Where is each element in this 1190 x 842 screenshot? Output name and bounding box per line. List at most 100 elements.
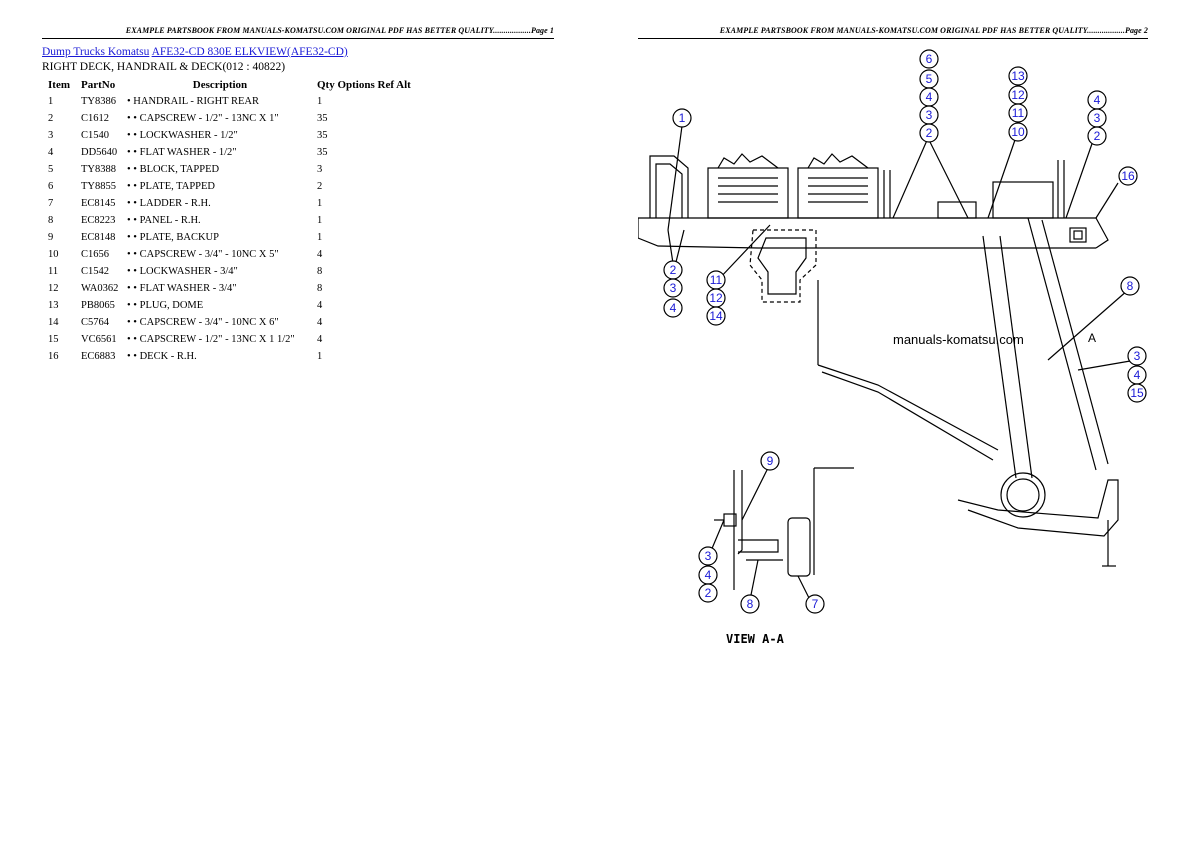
callout-number: 2 (1094, 129, 1101, 143)
callout-circle (698, 546, 718, 566)
callout-number: 15 (1130, 386, 1144, 400)
cell-partno: TY8388 (81, 164, 116, 175)
callout-number: 10 (1011, 125, 1025, 139)
cell-description: • • LADDER - R.H. (127, 198, 211, 209)
cell-description: • HANDRAIL - RIGHT REAR (127, 96, 260, 107)
table-row: 16 EC6883 • • DECK - R.H. 1 (42, 348, 413, 365)
callout-circle (1127, 346, 1147, 366)
cell-item: 2 (48, 113, 54, 124)
callout-circle (706, 306, 726, 326)
callout-number: 13 (1011, 69, 1025, 83)
breadcrumb: Dump Trucks Komatsu AFE32-CD 830E ELKVIE… (42, 46, 348, 58)
page-header-right: EXAMPLE PARTSBOOK FROM MANUALS-KOMATSU.C… (638, 26, 1148, 39)
callout-circle (672, 108, 692, 128)
callout-circle (663, 298, 683, 318)
callout-circle (1008, 103, 1028, 123)
cell-description: • • BLOCK, TAPPED (127, 164, 220, 175)
callout-number: 6 (926, 52, 933, 66)
cell-qty: 1 (317, 96, 323, 107)
callout-number: 3 (1094, 111, 1101, 125)
callout-number: 11 (1012, 106, 1025, 120)
cell-description: • • CAPSCREW - 1/2" - 13NC X 1" (127, 113, 279, 124)
col-header-partno: PartNo (81, 78, 116, 91)
callout-circle (805, 594, 825, 614)
section-title: RIGHT DECK, HANDRAIL & DECK(012 : 40822) (42, 61, 286, 73)
col-header-item: Item (48, 78, 70, 91)
cell-qty: 4 (317, 300, 323, 311)
view-a-a-label: VIEW A-A (726, 632, 785, 646)
cell-item: 1 (48, 96, 54, 107)
cell-description: • • PLUG, DOME (127, 300, 204, 311)
cell-partno: C1656 (81, 249, 110, 260)
cell-qty: 4 (317, 334, 323, 345)
cell-item: 3 (48, 130, 54, 141)
cell-qty: 35 (317, 113, 328, 124)
callout-circle (919, 123, 939, 143)
cell-description: • • CAPSCREW - 3/4" - 10NC X 5" (127, 249, 279, 260)
cell-item: 13 (48, 300, 59, 311)
cell-partno: EC6883 (81, 351, 116, 362)
callout-number: 7 (812, 597, 819, 611)
cell-item: 4 (48, 147, 54, 158)
cell-item: 12 (48, 283, 59, 294)
callout-number: 5 (926, 72, 933, 86)
cell-partno: EC8223 (81, 215, 116, 226)
parts-table-header: Item PartNo Description Qty Options Ref … (42, 76, 413, 93)
callout-number: 4 (1094, 93, 1101, 107)
cell-qty: 8 (317, 266, 323, 277)
callout-circle (698, 583, 718, 603)
callout-number: 12 (709, 291, 723, 305)
cell-description: • • DECK - R.H. (127, 351, 197, 362)
cell-description: • • PLATE, BACKUP (127, 232, 219, 243)
callout-number: 2 (670, 263, 677, 277)
callout-number: 2 (926, 126, 933, 140)
cell-partno: PB8065 (81, 300, 115, 311)
callout-circle (1118, 166, 1138, 186)
cell-qty: 3 (317, 164, 323, 175)
callout-circle (740, 594, 760, 614)
cell-item: 6 (48, 181, 54, 192)
cell-description: • • CAPSCREW - 1/2" - 13NC X 1 1/2" (127, 334, 295, 345)
cell-qty: 1 (317, 351, 323, 362)
callout-circle (1008, 122, 1028, 142)
callout-number: 1 (679, 111, 686, 125)
cell-item: 16 (48, 351, 59, 362)
cell-partno: DD5640 (81, 147, 118, 158)
cell-item: 14 (48, 317, 59, 328)
watermark: manuals-komatsu.com (893, 332, 1024, 347)
callout-circle (1120, 276, 1140, 296)
callout-number: 3 (1134, 349, 1141, 363)
col-header-qty-options-ref-alt: Qty Options Ref Alt (317, 78, 411, 91)
callout-number: 12 (1011, 88, 1025, 102)
breadcrumb-link-dump-trucks[interactable]: Dump Trucks Komatsu (42, 46, 150, 58)
callout-number: 11 (710, 273, 723, 287)
cell-qty: 2 (317, 181, 323, 192)
section-marker: A (1088, 331, 1096, 345)
cell-description: • • FLAT WASHER - 3/4" (127, 283, 237, 294)
cell-qty: 4 (317, 317, 323, 328)
page-header-left: EXAMPLE PARTSBOOK FROM MANUALS-KOMATSU.C… (42, 26, 554, 39)
deck-frame-drawing (638, 125, 1137, 601)
breadcrumb-link-model[interactable]: AFE32-CD 830E ELKVIEW(AFE32-CD) (151, 46, 348, 58)
cell-partno: VC6561 (81, 334, 117, 345)
callout-number: 3 (705, 549, 712, 563)
callout-circle (1008, 66, 1028, 86)
cell-partno: WA0362 (81, 283, 119, 294)
cell-description: • • PANEL - R.H. (127, 215, 201, 226)
cell-description: • • LOCKWASHER - 3/4" (127, 266, 238, 277)
callout-number: 4 (705, 568, 712, 582)
table-row: 13 PB8065 • • PLUG, DOME 4 (42, 297, 413, 314)
parts-diagram: manuals-komatsu.com A VIEW A-A 654321312… (638, 49, 1147, 646)
cell-partno: C1540 (81, 130, 110, 141)
